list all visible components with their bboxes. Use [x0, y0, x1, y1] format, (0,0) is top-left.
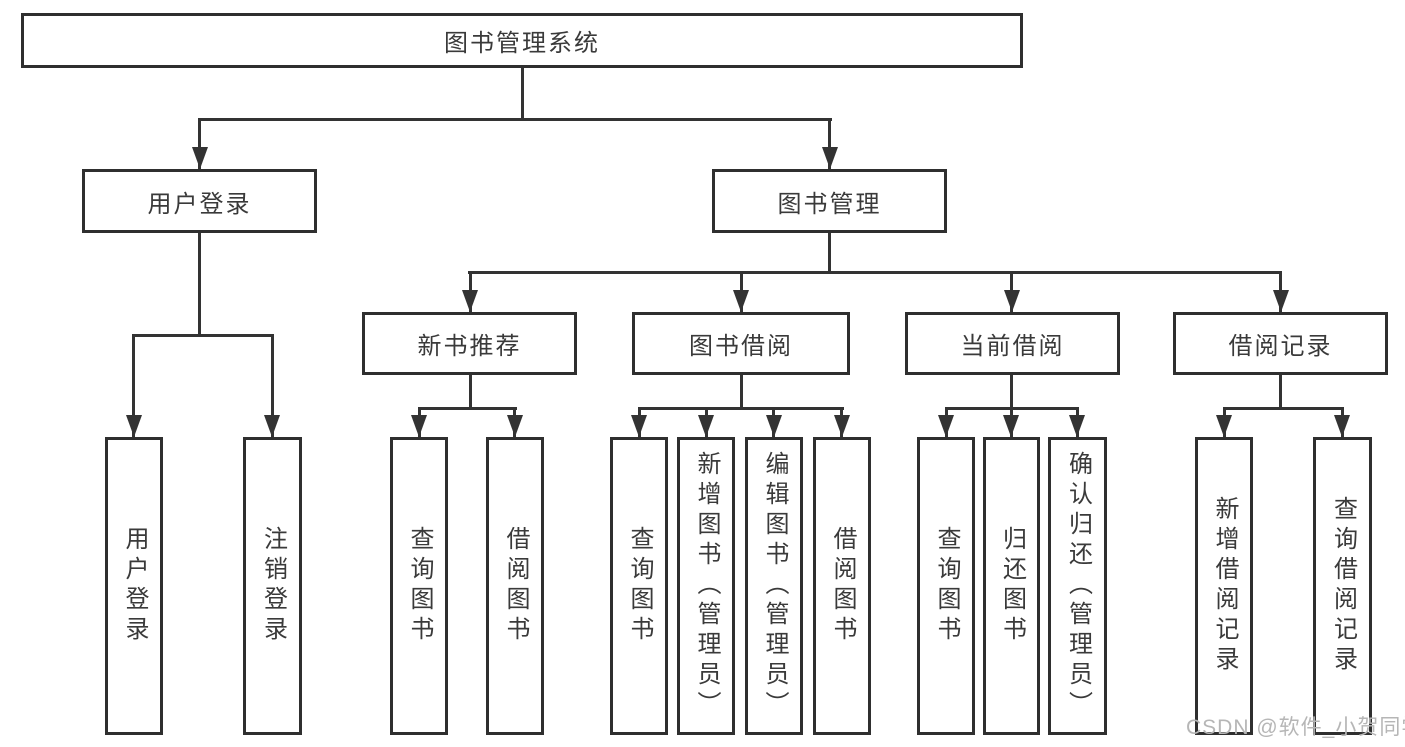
- leaf-query-books-borrow: 查询图书: [610, 437, 668, 735]
- connector-line: [198, 118, 832, 121]
- node-label: 借阅图书: [829, 526, 856, 646]
- node-label: 查询图书: [406, 526, 433, 646]
- connector-line: [469, 375, 472, 410]
- node-label: 用户登录: [147, 190, 252, 218]
- connector-line: [1279, 375, 1282, 410]
- leaf-return-book: 归还图书: [983, 437, 1040, 735]
- leaf-confirm-return-admin: 确认归还（管理员）: [1048, 437, 1107, 735]
- arrow-down-icon: [1216, 415, 1232, 437]
- arrow-down-icon: [411, 415, 427, 437]
- node-label: 查询图书: [933, 526, 960, 646]
- node-label: 图书管理系统: [444, 30, 600, 57]
- connector-line: [468, 271, 1282, 274]
- node-label: 新增借阅记录: [1211, 496, 1238, 676]
- connector-line: [198, 233, 201, 337]
- arrow-down-icon: [938, 415, 954, 437]
- connector-line: [132, 334, 274, 337]
- leaf-borrow-book: 借阅图书: [813, 437, 871, 735]
- leaf-logout: 注销登录: [243, 437, 302, 735]
- arrow-down-icon: [631, 415, 647, 437]
- arrow-down-icon: [1003, 415, 1019, 437]
- connector-line: [132, 334, 135, 437]
- arrow-down-icon: [264, 415, 280, 437]
- node-user-login: 用户登录: [82, 169, 317, 233]
- node-label: 归还图书: [998, 526, 1026, 646]
- node-label: 图书借阅: [689, 333, 793, 360]
- leaf-query-books-recommend: 查询图书: [390, 437, 448, 735]
- connector-line: [521, 68, 524, 121]
- arrow-down-icon: [462, 290, 478, 312]
- connector-line: [828, 233, 831, 274]
- node-label: 图书管理: [777, 190, 882, 218]
- node-label: 确认归还（管理员）: [1064, 451, 1092, 721]
- node-label: 查询借阅记录: [1329, 496, 1357, 676]
- node-label: 借阅图书: [502, 526, 529, 646]
- leaf-query-borrow-record: 查询借阅记录: [1313, 437, 1372, 735]
- leaf-add-book-admin: 新增图书（管理员）: [677, 437, 735, 735]
- node-label: 新增图书（管理员）: [693, 451, 720, 721]
- leaf-borrow-books-recommend: 借阅图书: [486, 437, 544, 735]
- node-label: 注销登录: [259, 526, 287, 646]
- csdn-watermark: CSDN @软件_小贺同学: [1186, 716, 1405, 739]
- node-label: 借阅记录: [1228, 333, 1333, 360]
- arrow-down-icon: [1069, 415, 1085, 437]
- arrow-down-icon: [822, 147, 838, 169]
- leaf-user-login: 用户登录: [105, 437, 163, 735]
- connector-line: [198, 118, 201, 169]
- arrow-down-icon: [834, 415, 850, 437]
- arrow-down-icon: [1334, 415, 1350, 437]
- connector-line: [638, 407, 844, 410]
- arrow-down-icon: [766, 415, 782, 437]
- connector-line: [271, 334, 274, 437]
- node-book-borrow: 图书借阅: [632, 312, 850, 375]
- connector-line: [418, 407, 517, 410]
- leaf-add-borrow-record: 新增借阅记录: [1195, 437, 1253, 735]
- arrow-down-icon: [1273, 290, 1289, 312]
- leaf-edit-book-admin: 编辑图书（管理员）: [745, 437, 803, 735]
- node-label: 新书推荐: [417, 333, 522, 360]
- node-label: 编辑图书（管理员）: [761, 451, 788, 721]
- leaf-query-books-current: 查询图书: [917, 437, 975, 735]
- node-new-book-recommend: 新书推荐: [362, 312, 577, 375]
- node-borrow-records: 借阅记录: [1173, 312, 1388, 375]
- connector-line: [828, 118, 831, 169]
- node-label: 用户登录: [121, 526, 148, 646]
- connector-line: [740, 375, 743, 410]
- node-label: 查询图书: [626, 526, 653, 646]
- connector-line: [1010, 375, 1013, 410]
- arrow-down-icon: [698, 415, 714, 437]
- arrow-down-icon: [507, 415, 523, 437]
- connector-line: [1223, 407, 1344, 410]
- arrow-down-icon: [733, 290, 749, 312]
- node-label: 当前借阅: [960, 333, 1065, 360]
- node-book-management: 图书管理: [712, 169, 947, 233]
- arrow-down-icon: [126, 415, 142, 437]
- node-root: 图书管理系统: [21, 13, 1023, 68]
- arrow-down-icon: [1004, 290, 1020, 312]
- node-current-borrow: 当前借阅: [905, 312, 1120, 375]
- arrow-down-icon: [192, 147, 208, 169]
